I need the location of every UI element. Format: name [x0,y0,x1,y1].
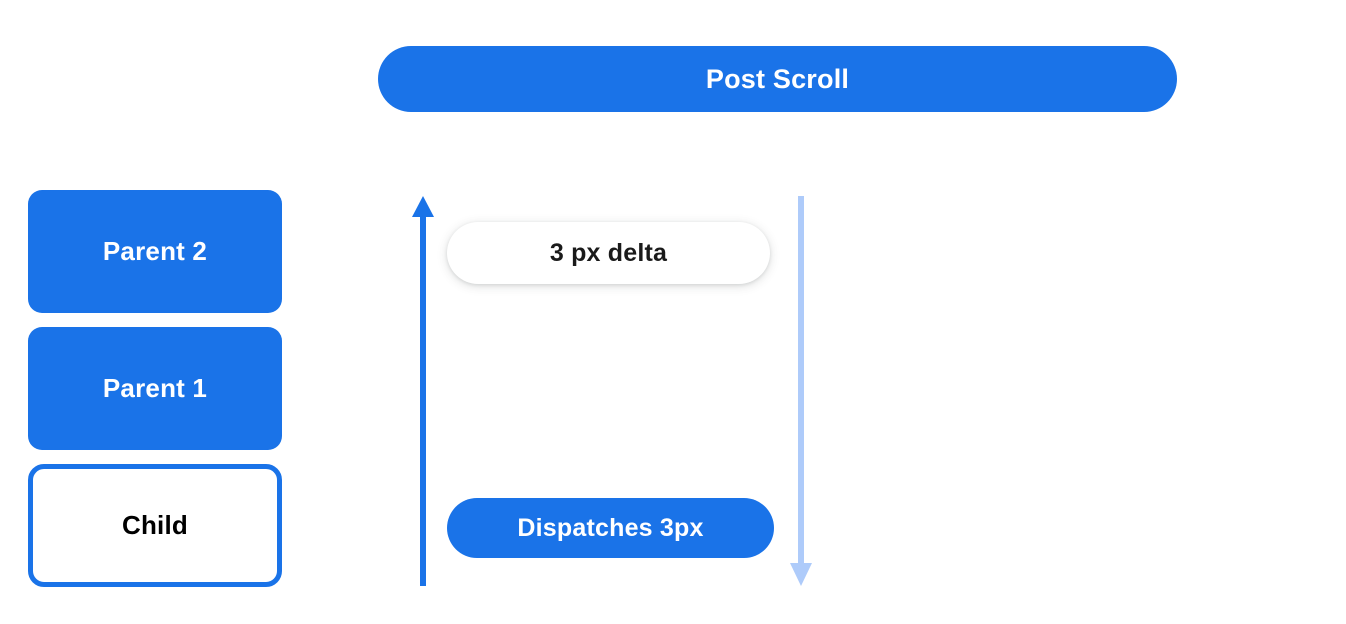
node-parent-1[interactable]: Parent 1 [28,327,282,450]
header-post-scroll-banner: Post Scroll [378,46,1177,112]
pill-dispatches: Dispatches 3px [447,498,774,558]
pill-dispatches-label: Dispatches 3px [517,513,704,542]
node-stack: Parent 2 Parent 1 Child [28,190,282,587]
arrow-up-icon [412,196,436,591]
node-child-label: Child [122,510,188,540]
node-parent-2[interactable]: Parent 2 [28,190,282,313]
pill-delta-label: 3 px delta [549,238,668,267]
pill-delta: 3 px delta [447,222,770,284]
header-title: Post Scroll [705,63,850,94]
node-child[interactable]: Child [28,464,282,587]
node-parent-2-label: Parent 2 [102,236,208,266]
arrow-down-icon [790,196,814,591]
node-parent-1-label: Parent 1 [102,373,208,403]
